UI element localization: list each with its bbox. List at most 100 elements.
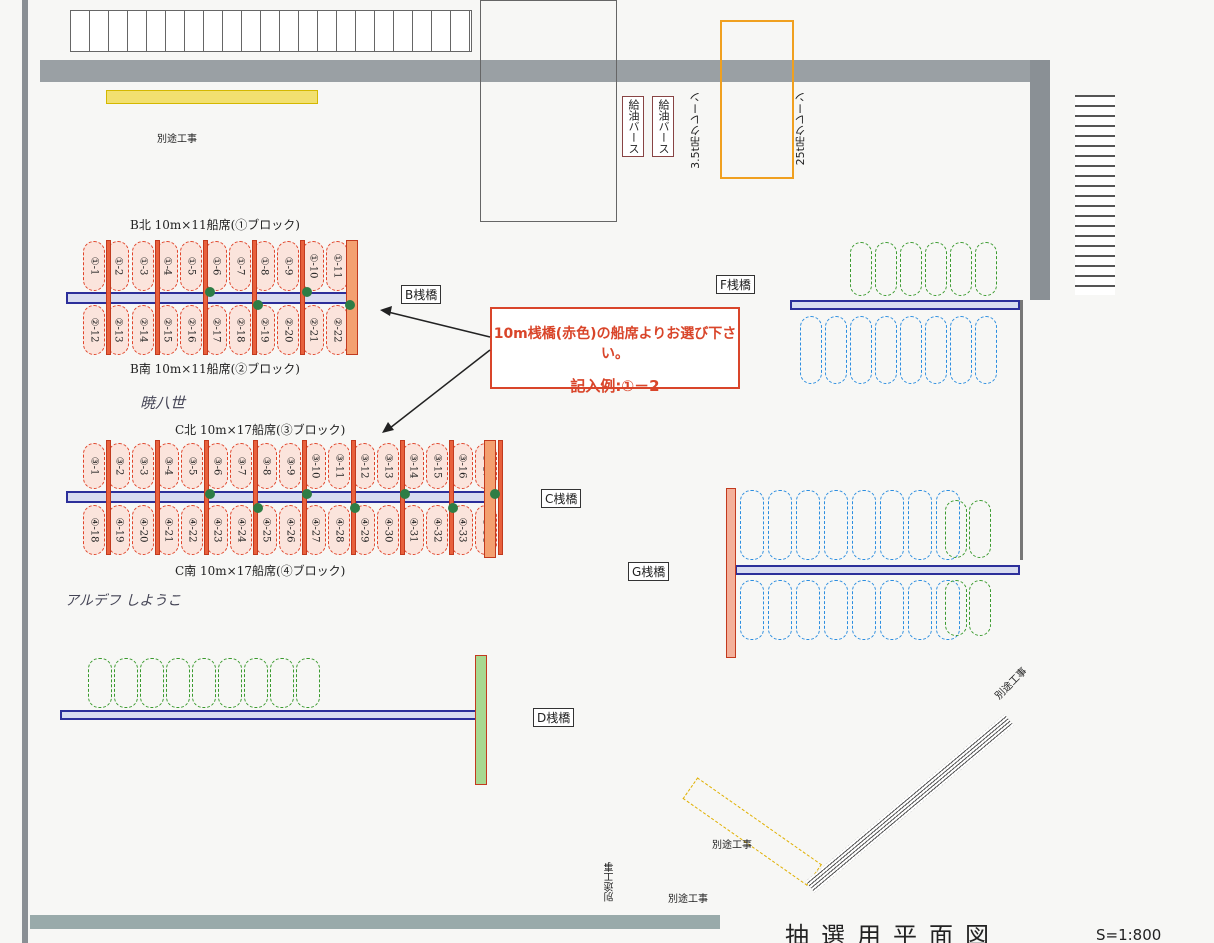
berth-slip[interactable]: ③-5 [181,443,203,489]
berth-number: ②-14 [137,317,149,343]
g-pier-slip [824,580,848,640]
berth-number: ①-6 [210,256,221,276]
arrow-to-b-pier [387,311,491,338]
berth-slip[interactable]: ②-14 [131,305,154,355]
berth-slip[interactable]: ④-18 [83,505,105,555]
berth-slip[interactable]: ④-30 [377,505,399,555]
finger-pier [351,440,356,555]
berth-number: ④-26 [284,517,296,543]
berth-number: ②-13 [112,317,124,343]
berth-number: ④-23 [211,517,222,543]
berth-slip[interactable]: ①-5 [180,241,203,291]
berth-number: ①-1 [88,256,100,276]
berth-slip[interactable]: ③-3 [132,443,154,489]
g-pier-slip [796,580,820,640]
berth-slip[interactable]: ③-11 [328,443,350,489]
berth-number: ①-4 [161,256,173,276]
g-pier-slip [768,490,792,560]
berth-number: ③-1 [88,456,100,476]
berth-slip[interactable]: ①-11 [326,241,348,291]
berth-slip[interactable]: ④-26 [279,505,301,555]
berth-number: ②-19 [258,317,270,343]
finger-pier [203,240,209,355]
pier-label-f: F桟橋 [716,275,755,294]
berth-slip[interactable]: ②-18 [228,305,251,355]
d-pier-slip [192,658,216,708]
berth-slip[interactable]: ①-7 [228,241,251,291]
berth-number: ③-10 [309,453,320,479]
berth-slip[interactable]: ①-9 [277,241,300,291]
berth-slip[interactable]: ②-16 [180,305,203,355]
berth-number: ③-8 [260,456,271,476]
berth-number: ④-18 [88,517,100,543]
berth-slip[interactable]: ④-22 [181,505,203,555]
instruction-text: 10m桟橋(赤色)の船席よりお選び下さい。 [493,326,737,362]
berth-slip[interactable]: ①-3 [131,241,154,291]
berth-number: ③-3 [137,456,149,476]
f-pier-slip [800,316,822,384]
berth-number: ③-4 [162,456,173,476]
g-pier-slip [740,490,764,560]
utility-post-icon [205,489,215,499]
berth-slip[interactable]: ③-15 [426,443,448,489]
f-pier-slip [875,316,897,384]
berth-number: ①-5 [185,256,197,276]
block-label-c-south: C南 10m×17船席(④ブロック) [175,564,346,578]
example-text: 記入例:①－2 [570,377,660,395]
arrowhead-icon [382,422,394,433]
berth-number: ①-11 [331,253,343,279]
berth-number: ③-16 [456,453,467,479]
separate-work-label: 別途工事 [157,134,197,145]
berth-slip[interactable]: ③-1 [83,443,105,489]
finger-pier [498,440,503,555]
b-pier-end [346,240,358,355]
berth-slip[interactable]: ④-20 [132,505,154,555]
south-quay [30,915,720,929]
utility-post-icon [350,503,360,513]
berth-slip[interactable]: ④-32 [426,505,448,555]
pier-label-c: C桟橋 [541,489,582,508]
berth-slip[interactable]: ③-13 [377,443,399,489]
drawing-title: 抽選用平面図 [785,922,1001,943]
berth-number: ③-2 [113,456,124,476]
berth-slip[interactable]: ③-9 [279,443,301,489]
berth-slip[interactable]: ④-28 [328,505,350,555]
parking-area [70,10,472,52]
g-pier-slip [880,490,904,560]
ramp-stairs [1075,95,1115,295]
block-label-b-south: B南 10m×11船席(②ブロック) [130,362,300,376]
f-pier-slip [850,316,872,384]
berth-slip[interactable]: ②-20 [277,305,300,355]
berth-slip[interactable]: ①-1 [83,241,105,291]
berth-slip[interactable]: ③-7 [230,443,252,489]
utility-post-icon [302,489,312,499]
berth-slip[interactable]: ②-22 [326,305,348,355]
berth-number: ③-14 [407,453,418,479]
berth-number: ②-16 [185,317,197,343]
berth-number: ①-8 [258,256,270,276]
berth-number: ④-27 [309,517,320,543]
utility-post-icon [253,300,263,310]
g-pier-slip [824,490,848,560]
block-label-b-north: B北 10m×11船席(①ブロック) [130,218,300,232]
pier-label-g: G桟橋 [628,562,670,581]
east-edge [1020,300,1023,560]
g-pier-slip [908,580,932,640]
block-label-c-north: C北 10m×17船席(③ブロック) [175,423,346,437]
berth-number: ④-20 [137,517,149,543]
berth-slip[interactable]: ④-24 [230,505,252,555]
utility-post-icon [448,503,458,513]
c-pier-walkway [66,491,496,503]
berth-slip[interactable]: ②-12 [83,305,105,355]
berth-number: ③-15 [431,453,443,479]
west-seawall [22,0,28,943]
f-pier-slip [975,316,997,384]
berth-number: ②-21 [307,317,319,343]
utility-post-icon [253,503,263,513]
berth-number: ③-6 [211,456,222,476]
berth-number: ④-25 [260,517,271,543]
east-quay [1030,60,1050,300]
berth-number: ①-3 [137,256,149,276]
